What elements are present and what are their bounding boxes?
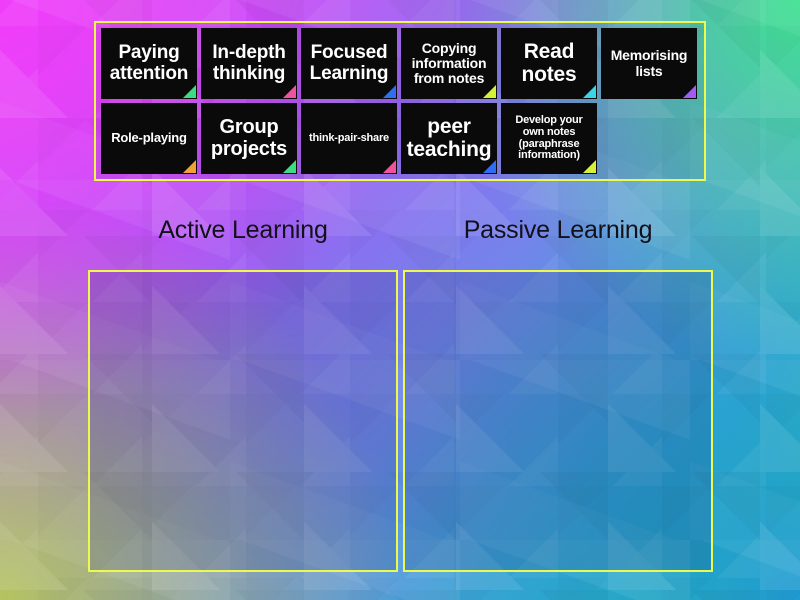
word-tile-label: Copying information from notes [411,39,487,87]
draggable-word-tile[interactable]: In-depth thinking [201,28,297,99]
drag-handle-corner-icon[interactable] [583,160,596,173]
draggable-word-tile[interactable]: Group projects [201,103,297,174]
drag-handle-corner-icon[interactable] [483,85,496,98]
word-tile-label: Memorising lists [610,47,688,79]
draggable-word-tile[interactable]: Role-playing [101,103,197,174]
drag-handle-corner-icon[interactable] [183,160,196,173]
category-title-active-learning: Active Learning [158,216,328,244]
drag-handle-corner-icon[interactable] [383,160,396,173]
word-bank-tray[interactable]: Paying attention In-depth thinking Focused… [94,21,706,181]
dropzone-passive-learning[interactable] [403,270,713,572]
word-tile-label: Group projects [210,115,288,160]
dropzone-active-learning[interactable] [88,270,398,572]
category-title-passive-learning: Passive Learning [463,216,653,244]
draggable-word-tile[interactable]: Paying attention [101,28,197,99]
drag-handle-corner-icon[interactable] [483,160,496,173]
word-tile-label: Role-playing [111,130,187,146]
drag-handle-corner-icon[interactable] [283,160,296,173]
word-tile-label: think-pair-share [309,131,389,144]
draggable-word-tile[interactable]: Develop your own notes (paraphrase infor… [501,103,597,174]
drag-handle-corner-icon[interactable] [583,85,596,98]
drag-handle-corner-icon[interactable] [183,85,196,98]
word-tile-label: Focused Learning [309,41,389,84]
word-bank-row: Role-playing Group projects think-pair-sha… [101,103,700,174]
draggable-word-tile[interactable]: think-pair-share [301,103,397,174]
word-tile-label: Read notes [521,39,577,86]
word-tile-label: Paying attention [109,41,189,84]
word-bank-row: Paying attention In-depth thinking Focused… [101,28,700,99]
draggable-word-tile[interactable]: Focused Learning [301,28,397,99]
word-tile-label: peer teaching [406,114,492,161]
drag-handle-corner-icon[interactable] [283,85,296,98]
word-tile-label: Develop your own notes (paraphrase infor… [515,113,583,162]
drag-handle-corner-icon[interactable] [383,85,396,98]
word-tile-label: In-depth thinking [212,41,286,84]
draggable-word-tile[interactable]: peer teaching [401,103,497,174]
draggable-word-tile[interactable]: Copying information from notes [401,28,497,99]
draggable-word-tile[interactable]: Memorising lists [601,28,697,99]
draggable-word-tile[interactable]: Read notes [501,28,597,99]
drag-handle-corner-icon[interactable] [683,85,696,98]
